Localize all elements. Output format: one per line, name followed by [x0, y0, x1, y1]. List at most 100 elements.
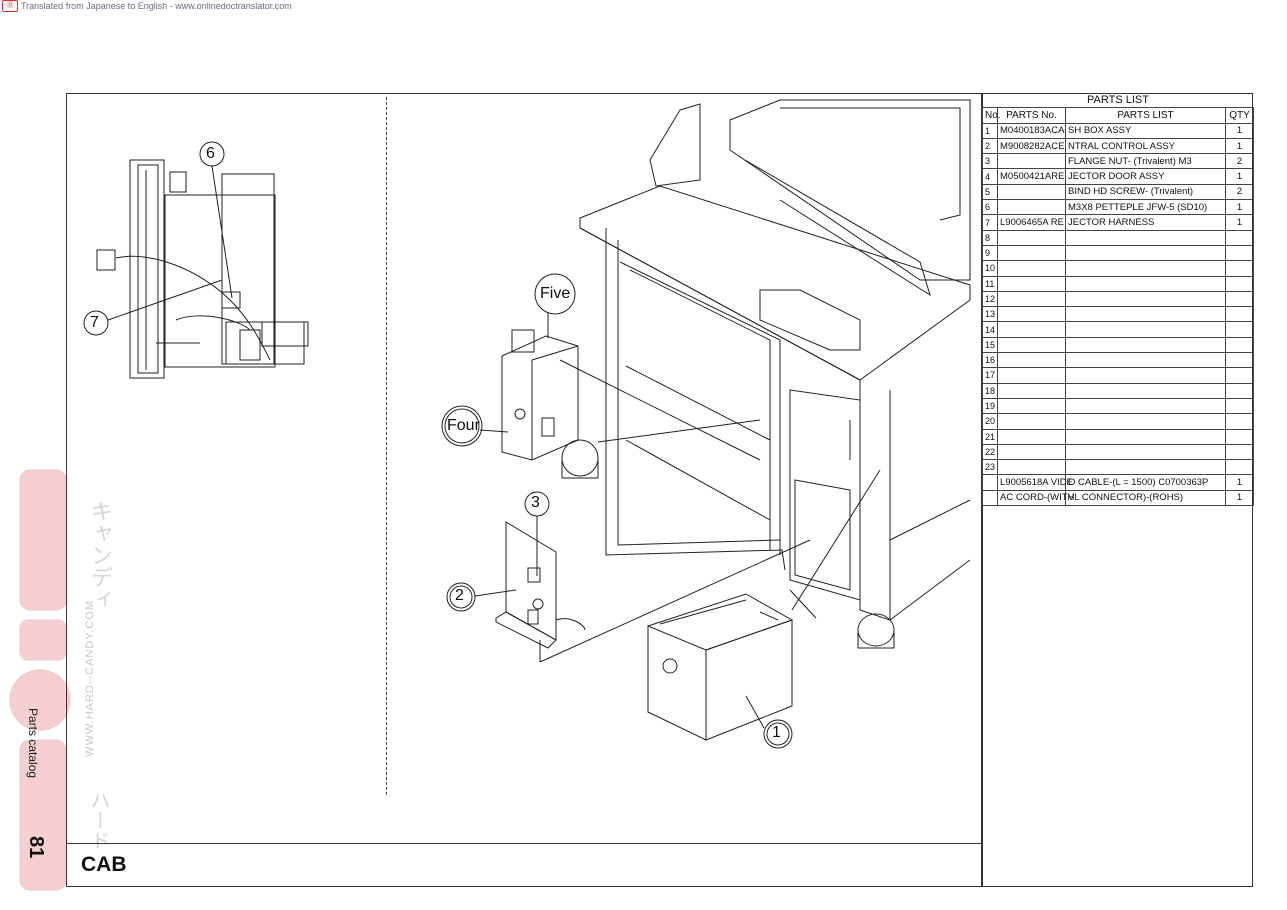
row-part-name: JECTOR DOOR ASSY: [1065, 168, 1226, 185]
header-no: No.: [982, 107, 1001, 124]
row-quantity: [1224, 428, 1255, 445]
row-part-number: [997, 413, 1066, 430]
row-number: 6: [982, 199, 998, 216]
row-number: 21: [982, 428, 998, 445]
translation-banner[interactable]: Ⓓ Translated from Japanese to English - …: [2, 0, 292, 12]
table-row: 5 BIND HD SCREW- (Trivalent)2: [982, 183, 1255, 201]
header-parts-no: PARTS No.: [997, 107, 1066, 124]
row-number: 9: [982, 244, 998, 262]
callout-label-four: Four: [447, 417, 480, 434]
table-row: 19: [982, 397, 1255, 415]
row-quantity: 1: [1224, 168, 1255, 185]
row-part-name: NTRAL CONTROL ASSY: [1065, 137, 1226, 155]
row-number: [982, 489, 998, 507]
row-part-name: [1065, 352, 1226, 369]
row-quantity: [1224, 413, 1255, 430]
row-number: 22: [982, 443, 998, 461]
callout-label-2: 2: [455, 587, 464, 604]
row-quantity: 1: [1224, 137, 1255, 155]
row-part-name: [1065, 459, 1226, 476]
row-quantity: [1224, 367, 1255, 384]
table-row: 8: [982, 229, 1255, 246]
parts-list-table: PARTS LIST No. PARTS No. PARTS LIST QTY …: [982, 93, 1255, 507]
exploded-parts-drawing: [83, 99, 971, 749]
row-number: 10: [982, 260, 998, 277]
row-part-name: JECTOR HARNESS: [1065, 214, 1226, 231]
cabinet-body: [561, 99, 971, 649]
part-bracket: [495, 521, 811, 663]
page-number: 81: [25, 836, 47, 859]
row-part-name: BIND HD SCREW- (Trivalent): [1065, 183, 1226, 201]
table-row: 17: [982, 367, 1255, 384]
row-part-name: [1065, 397, 1226, 415]
row-part-name: [1065, 428, 1226, 445]
callout-label-7: 7: [90, 314, 99, 331]
row-part-name: O CABLE-(L = 1500) C0700363P: [1065, 474, 1226, 491]
row-number: 23: [982, 459, 998, 476]
table-row: 15: [982, 336, 1255, 354]
callout-label-1: 1: [772, 724, 781, 741]
table-row: 18: [982, 382, 1255, 399]
row-part-number: [997, 244, 1066, 262]
table-row: 13: [982, 306, 1255, 323]
table-row: 22: [982, 443, 1255, 461]
hard-candy-watermark-logo: [9, 469, 71, 891]
row-part-name: FLANGE NUT- (Trivalent) M3: [1065, 153, 1226, 170]
table-row: 12: [982, 290, 1255, 308]
row-part-name: [1065, 321, 1226, 338]
row-number: 5: [982, 183, 998, 201]
callout-label-6: 6: [206, 145, 215, 162]
row-part-number: [997, 153, 1066, 170]
detail-door-assembly: [96, 159, 309, 379]
row-number: 1: [982, 122, 998, 139]
row-number: 17: [982, 367, 998, 384]
row-quantity: [1224, 290, 1255, 308]
row-part-number: M0500421ARE: [997, 168, 1066, 185]
row-number: 8: [982, 229, 998, 246]
row-number: 16: [982, 352, 998, 369]
row-part-number: M0400183ACA: [997, 122, 1066, 139]
row-part-number: AC CORD-(WITH: [997, 489, 1074, 507]
row-number: 19: [982, 397, 998, 415]
row-number: 11: [982, 275, 998, 292]
watermark-japanese-hard: ハード: [87, 790, 109, 850]
row-part-name: [1065, 336, 1226, 354]
row-quantity: [1224, 321, 1255, 338]
row-quantity: 2: [1224, 183, 1255, 201]
row-part-name: M3X8 PETTEPLE JFW-5 (SD10): [1065, 199, 1226, 216]
watermark-japanese-candy: キャンディ: [88, 500, 113, 610]
parts-list-title: PARTS LIST: [982, 93, 1254, 109]
row-part-number: [997, 352, 1066, 369]
row-part-name: [1065, 413, 1226, 430]
row-part-number: [997, 199, 1066, 216]
row-quantity: [1224, 260, 1255, 277]
row-number: 20: [982, 413, 998, 430]
callout-6-circle: [199, 141, 233, 299]
table-row: 16: [982, 352, 1255, 369]
row-quantity: 2: [1224, 153, 1255, 170]
banner-text: Translated from Japanese to English - ww…: [21, 1, 292, 11]
row-part-name: [1065, 229, 1226, 246]
row-quantity: [1224, 336, 1255, 354]
row-quantity: 1: [1224, 474, 1255, 491]
row-part-number: L9006465A RE: [997, 214, 1066, 231]
callout-label-3: 3: [531, 494, 540, 511]
row-number: [982, 474, 998, 491]
callout-five-circle: [534, 273, 576, 338]
table-row: 20: [982, 413, 1255, 430]
callout-7-circle: [83, 279, 223, 336]
row-part-number: [997, 367, 1066, 384]
row-part-name: [1065, 260, 1226, 277]
row-number: 15: [982, 336, 998, 354]
table-row: 21: [982, 428, 1255, 445]
row-part-name: [1065, 306, 1226, 323]
row-number: 4: [982, 168, 998, 185]
table-row: 23: [982, 459, 1255, 476]
row-part-name: [1065, 443, 1226, 461]
